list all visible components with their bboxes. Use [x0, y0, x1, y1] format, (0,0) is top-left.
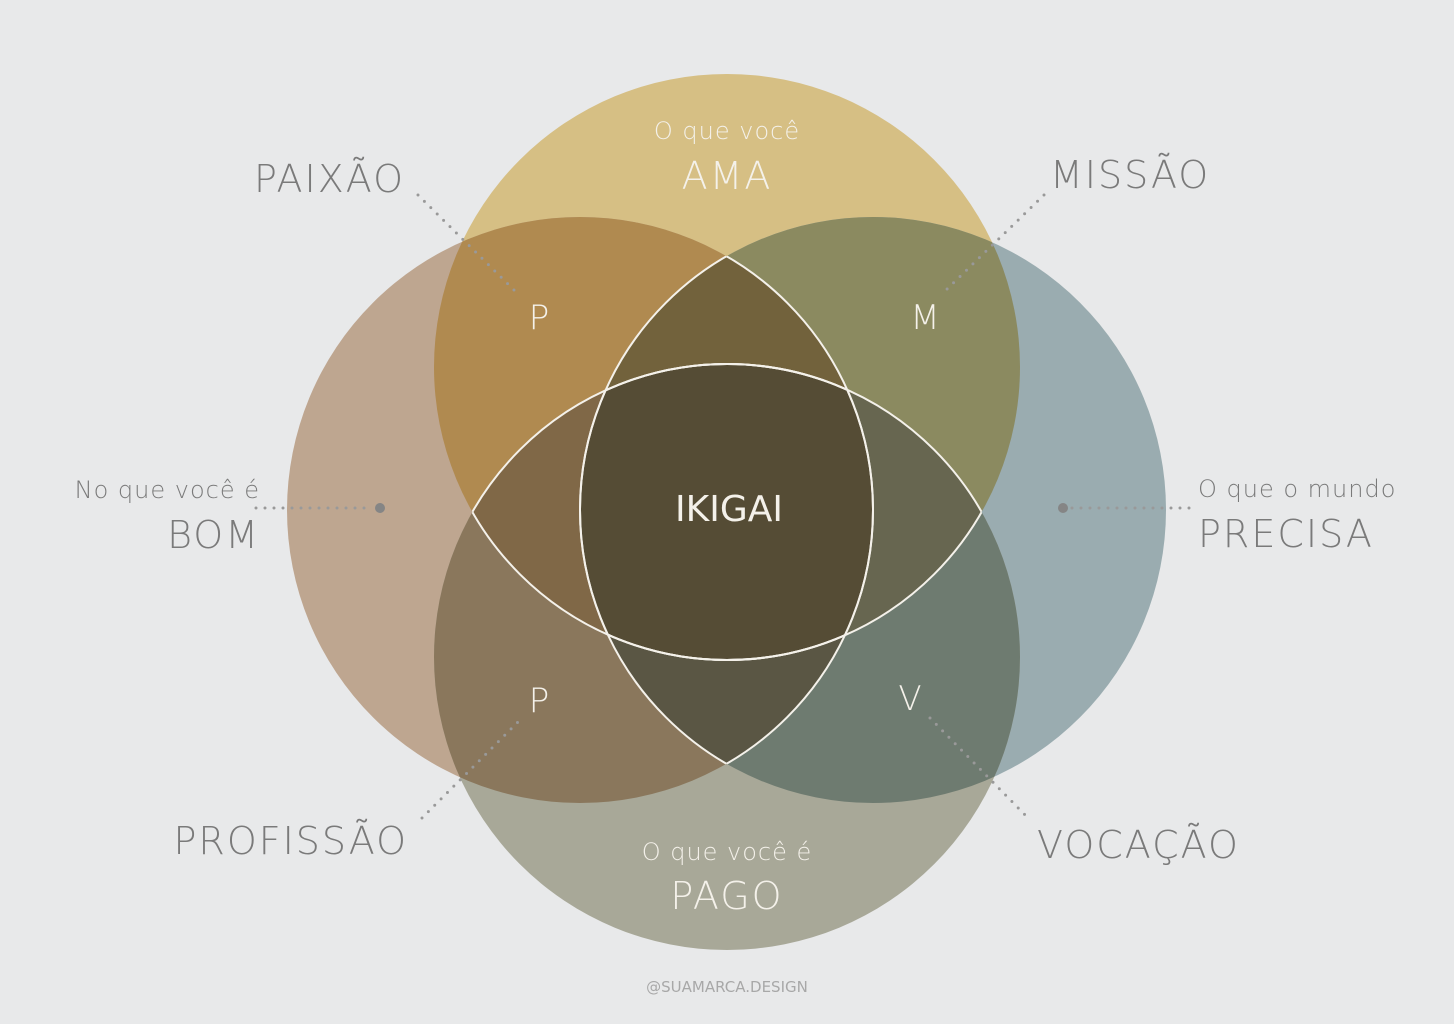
- precisa-line2: PRECISA: [1198, 512, 1374, 556]
- pago-line1: O que você é: [642, 838, 813, 866]
- precisa-line1: O que o mundo: [1198, 475, 1396, 503]
- pago-line2: PAGO: [670, 874, 783, 918]
- bom-line2: BOM: [167, 513, 260, 557]
- leader-vocacao: [928, 716, 1032, 822]
- ama-line1: O que você: [654, 117, 800, 145]
- letter-vocacao: V: [898, 679, 921, 719]
- lens-outlines: [434, 217, 1020, 803]
- center-ikigai: IKIGAI: [675, 489, 783, 530]
- letter-profissao: P: [529, 681, 550, 721]
- letter-missao: M: [910, 298, 939, 338]
- label-missao: MISSÃO: [1050, 153, 1210, 197]
- leader-precisa-dot: [1058, 503, 1068, 513]
- label-paixao: PAIXÃO: [254, 157, 405, 201]
- bom-line1: No que você é: [75, 476, 260, 504]
- leader-missao: [942, 193, 1046, 294]
- leader-bom-dot: [375, 503, 385, 513]
- ama-line2: AMA: [682, 154, 773, 198]
- letter-paixao: P: [529, 298, 550, 338]
- label-profissao: PROFISSÃO: [174, 819, 408, 863]
- label-vocacao: VOCAÇÃO: [1037, 823, 1240, 867]
- footer-brand: @SUAMARCA.DESIGN: [646, 978, 808, 996]
